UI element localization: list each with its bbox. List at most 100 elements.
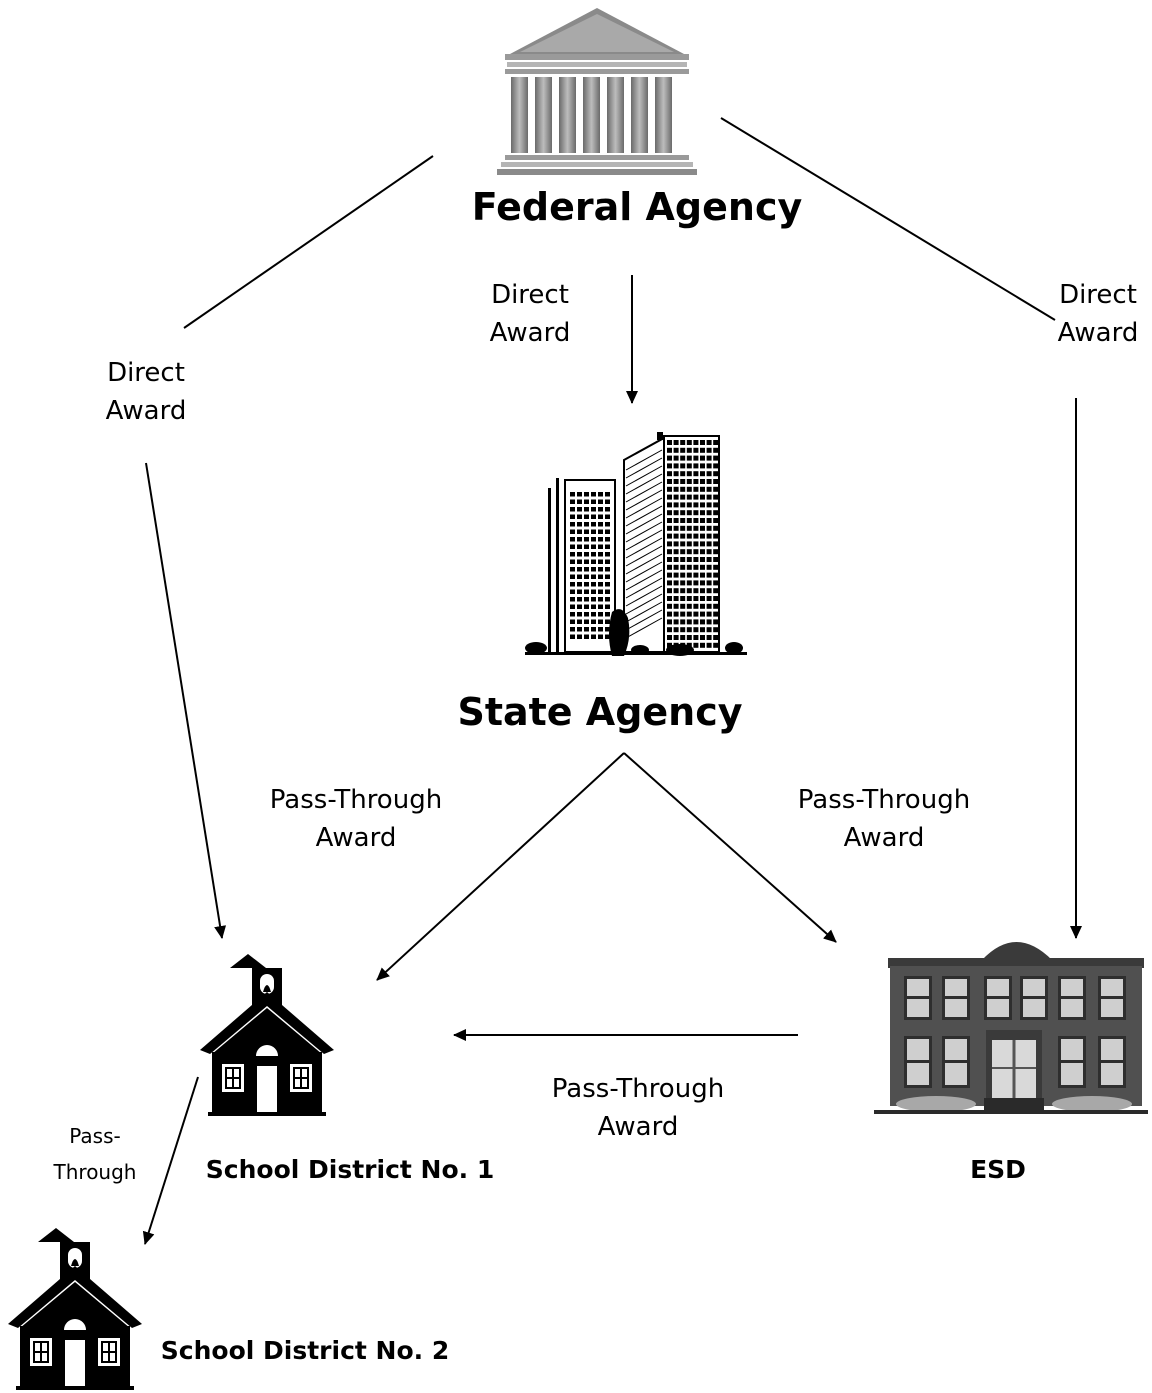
window-pane	[570, 567, 575, 572]
window-pane	[667, 580, 672, 586]
window-pane	[713, 572, 719, 578]
window-pane	[686, 455, 692, 461]
window-pane	[713, 486, 719, 492]
window-pane	[667, 603, 672, 609]
window-pane	[1023, 979, 1045, 996]
window-pane	[667, 611, 672, 617]
window-pane	[713, 642, 719, 648]
school-building-icon	[874, 942, 1148, 1114]
edge-label-line: Award	[1057, 318, 1139, 348]
facade-line	[625, 569, 663, 591]
window-pane	[1061, 1063, 1083, 1085]
window-pane	[673, 564, 679, 570]
window-pane	[577, 604, 582, 609]
window-pane	[700, 447, 705, 453]
arrow-state-to-esd	[623, 752, 837, 943]
window-pane	[907, 999, 929, 1017]
window-pane	[686, 642, 692, 648]
window-pane	[667, 463, 672, 469]
facade-line	[625, 505, 663, 527]
window-pane	[584, 559, 589, 564]
window-pane	[667, 596, 672, 601]
facade-line	[625, 545, 663, 567]
window-pane	[584, 582, 589, 587]
window-pane	[673, 635, 679, 640]
window-pane	[713, 440, 719, 445]
window-pane	[598, 582, 603, 587]
window-pane	[706, 533, 712, 539]
window-pane	[693, 518, 699, 523]
window-pane	[570, 552, 575, 557]
tower-windows	[570, 492, 610, 639]
window-pane	[686, 588, 692, 594]
window-pane	[584, 597, 589, 602]
window-pane	[584, 499, 589, 504]
window-pane	[680, 619, 686, 625]
window-pane	[605, 574, 610, 579]
window-pane	[713, 518, 719, 523]
window-pane	[570, 507, 575, 512]
window-pane	[667, 510, 672, 516]
node-label-state-agency: State Agency	[457, 690, 743, 734]
window-pane	[570, 522, 575, 527]
window-pane	[693, 572, 699, 578]
window-pane	[673, 596, 679, 601]
window-pane	[686, 564, 692, 570]
connector-line-fed-to-esd-upper	[720, 117, 1056, 321]
window-pane	[673, 549, 679, 555]
window-pane	[605, 582, 610, 587]
window-pane	[706, 447, 712, 453]
window-pane	[706, 463, 712, 469]
edge-label-line: Pass-Through	[797, 785, 971, 815]
window-pane	[577, 529, 582, 534]
window-pane	[706, 494, 712, 500]
window-pane	[591, 537, 596, 542]
window-pane	[584, 537, 589, 542]
window-pane	[680, 588, 686, 594]
window-pane	[713, 479, 719, 484]
federal-building-icon	[497, 8, 697, 175]
window-pane	[591, 567, 596, 572]
window-pane	[577, 589, 582, 594]
window-pane	[584, 612, 589, 617]
window-pane	[700, 557, 705, 562]
window-pane	[680, 486, 686, 492]
window-pane	[713, 557, 719, 562]
window-pane	[598, 507, 603, 512]
edge-label-state-to-esd: Pass-Through Award	[784, 781, 984, 857]
window-pane	[667, 471, 672, 477]
window-pane	[591, 492, 596, 497]
window-pane	[577, 544, 582, 549]
window-pane	[673, 557, 679, 562]
window-pane	[680, 572, 686, 578]
window-pane	[706, 580, 712, 586]
window-pane	[706, 603, 712, 609]
window-pane	[673, 440, 679, 445]
window-pane	[577, 559, 582, 564]
window-pane	[605, 499, 610, 504]
window-pane	[706, 619, 712, 625]
window-pane	[591, 604, 596, 609]
window-pane	[945, 979, 967, 996]
facade-line	[625, 553, 663, 575]
window-pane	[605, 552, 610, 557]
window-pane	[680, 494, 686, 500]
window-pane	[693, 440, 699, 445]
edge-label-line: Pass-Through	[551, 1074, 725, 1104]
window-pane	[570, 514, 575, 519]
window-pane	[693, 603, 699, 609]
window-pane	[584, 567, 589, 572]
window-pane	[680, 635, 686, 640]
window-pane	[605, 589, 610, 594]
window-pane	[706, 557, 712, 562]
window-pane	[673, 471, 679, 477]
window-pane	[706, 588, 712, 594]
arrow-fed-to-d1	[145, 462, 227, 939]
window-pane	[577, 574, 582, 579]
window-pane	[686, 510, 692, 516]
window-pane	[693, 549, 699, 555]
edge-label-fed-to-esd: Direct Award	[1046, 276, 1150, 352]
window-pane	[667, 557, 672, 562]
window-pane	[577, 627, 582, 632]
edge-label-fed-to-state: Direct Award	[470, 276, 590, 352]
